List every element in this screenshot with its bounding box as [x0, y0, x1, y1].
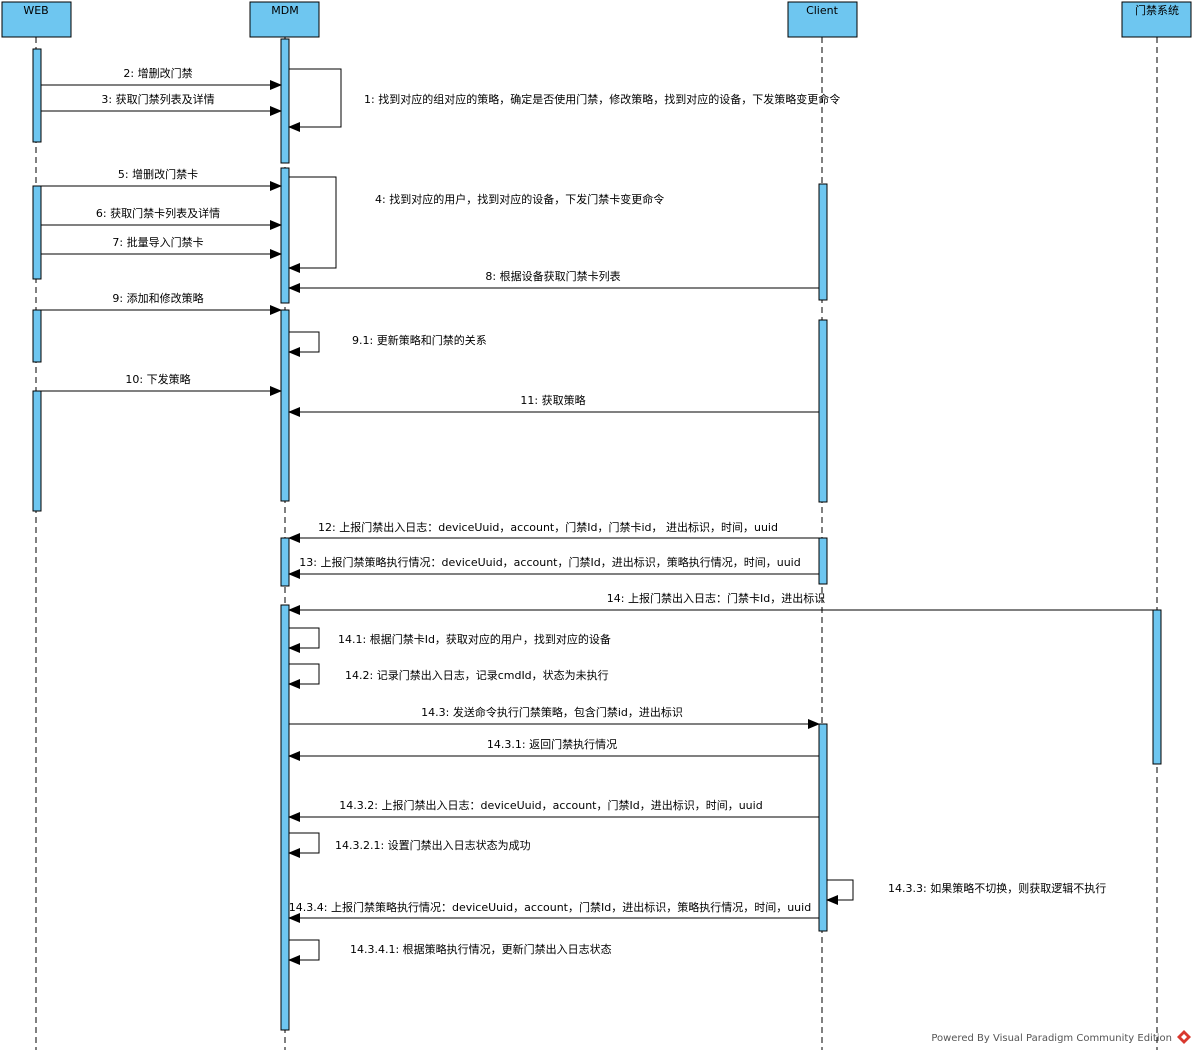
message-label: 5: 增删改门禁卡 [118, 167, 198, 181]
message-label: 6: 获取门禁卡列表及详情 [96, 206, 220, 220]
message-label: 9: 添加和修改策略 [112, 291, 203, 305]
participant-door-label: 门禁系统 [1135, 3, 1179, 17]
vp-logo-icon [1177, 1030, 1191, 1044]
self-message-arrow [288, 627, 320, 653]
message-label: 14.3.1: 返回门禁执行情况 [487, 737, 617, 751]
message-label: 8: 根据设备获取门禁卡列表 [485, 269, 620, 283]
participant-mdm [249, 1, 320, 38]
message-label: 1: 找到对应的组对应的策略，确定是否使用门禁，修改策略，找到对应的设备，下发策… [364, 92, 840, 106]
message-label: 14.3.4: 上报门禁策略执行情况：deviceUuid，account，门禁… [289, 900, 811, 914]
message-label: 9.1: 更新策略和门禁的关系 [352, 333, 487, 347]
participant-web [1, 1, 72, 38]
participant-door [1121, 1, 1192, 38]
self-message-arrow [288, 939, 320, 965]
activation-bar [818, 723, 828, 932]
activation-bar [818, 183, 828, 301]
message-label: 14.3.2: 上报门禁出入日志：deviceUuid，account，门禁Id… [339, 798, 762, 812]
activation-bar [32, 390, 42, 512]
participant-heads [1, 1, 1192, 38]
activation-bar [280, 309, 290, 502]
message-label: 2: 增删改门禁 [123, 66, 192, 80]
participant-mdm-label: MDM [271, 4, 298, 17]
message-label: 4: 找到对应的用户，找到对应的设备，下发门禁卡变更命令 [375, 192, 664, 206]
message-label: 12: 上报门禁出入日志：deviceUuid，account，门禁Id，门禁卡… [318, 520, 778, 534]
activation-bar [818, 319, 828, 503]
message-label: 10: 下发策略 [125, 372, 190, 386]
message-label: 3: 获取门禁列表及详情 [101, 92, 214, 106]
message-arrows [41, 68, 1153, 965]
activation-bars [32, 38, 1162, 1031]
message-label: 14.2: 记录门禁出入日志，记录cmdId，状态为未执行 [345, 668, 609, 682]
message-label: 14.3.3: 如果策略不切换，则获取逻辑不执行 [888, 881, 1106, 895]
self-message-arrow [826, 879, 854, 905]
activation-bar [280, 537, 290, 587]
message-label: 11: 获取策略 [520, 393, 585, 407]
activation-bar [1152, 609, 1162, 765]
message-label: 14.1: 根据门禁卡Id，获取对应的用户，找到对应的设备 [338, 632, 611, 646]
activation-bar [280, 167, 290, 304]
message-label: 13: 上报门禁策略执行情况：deviceUuid，account，门禁Id，进… [299, 555, 800, 569]
footer-credit: Powered By Visual Paradigm Community Edi… [931, 1033, 1172, 1044]
self-message-arrow [288, 176, 337, 273]
message-label: 14: 上报门禁出入日志：门禁卡Id，进出标识 [607, 591, 825, 605]
message-label: 14.3.2.1: 设置门禁出入日志状态为成功 [335, 838, 531, 852]
participant-client-label: Client [806, 4, 839, 17]
message-label: 14.3.4.1: 根据策略执行情况，更新门禁出入日志状态 [350, 942, 612, 956]
participant-web-label: WEB [23, 4, 48, 17]
participant-labels: WEB MDM Client 门禁系统 [23, 3, 1179, 17]
activation-bar [818, 537, 828, 585]
message-label: 14.3: 发送命令执行门禁策略，包含门禁id，进出标识 [421, 705, 683, 719]
message-labels: 2: 增删改门禁 3: 获取门禁列表及详情 1: 找到对应的组对应的策略，确定是… [96, 66, 1106, 956]
self-message-arrow [288, 68, 342, 132]
participant-client [787, 1, 858, 38]
activation-bar [280, 38, 290, 164]
activation-bar [32, 48, 42, 143]
message-label: 7: 批量导入门禁卡 [112, 235, 203, 249]
activation-bar [32, 185, 42, 280]
activation-bar [280, 604, 290, 1031]
self-message-arrow [288, 663, 320, 689]
lifelines [35, 37, 1158, 1050]
activation-bar [32, 309, 42, 363]
label-background [290, 900, 302, 912]
self-message-arrow [288, 331, 320, 357]
self-message-arrow [288, 832, 320, 858]
